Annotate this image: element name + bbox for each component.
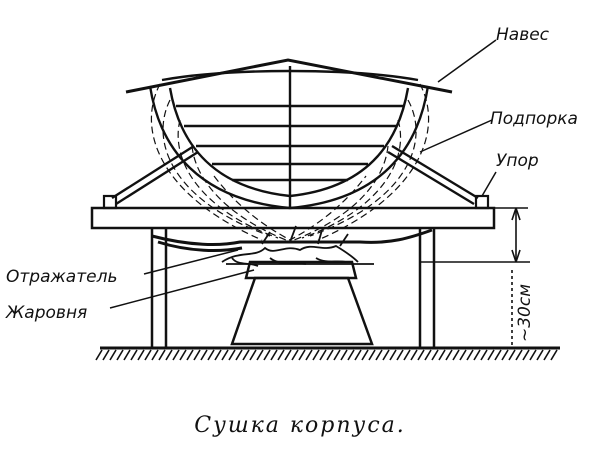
label-height: ~30см [515,284,535,342]
props [111,144,479,206]
coals-fire [221,225,374,267]
label-naves: Навес [496,25,550,45]
ground [95,346,560,361]
height-dimension [420,207,530,348]
figure-caption: Сушка корпуса. [194,413,406,438]
label-zharovnya: Жаровня [5,303,87,323]
label-upor: Упор [496,151,539,171]
reflector [151,228,433,252]
boat-hull [148,66,430,210]
support-posts [150,228,436,348]
label-otrazhatel: Отражатель [6,267,117,287]
brazier [230,260,374,346]
canopy [125,58,453,94]
heat-flow-lines [150,83,430,241]
platform [90,206,496,230]
leader-lines [109,39,497,309]
label-podporka: Подпорка [490,109,578,129]
